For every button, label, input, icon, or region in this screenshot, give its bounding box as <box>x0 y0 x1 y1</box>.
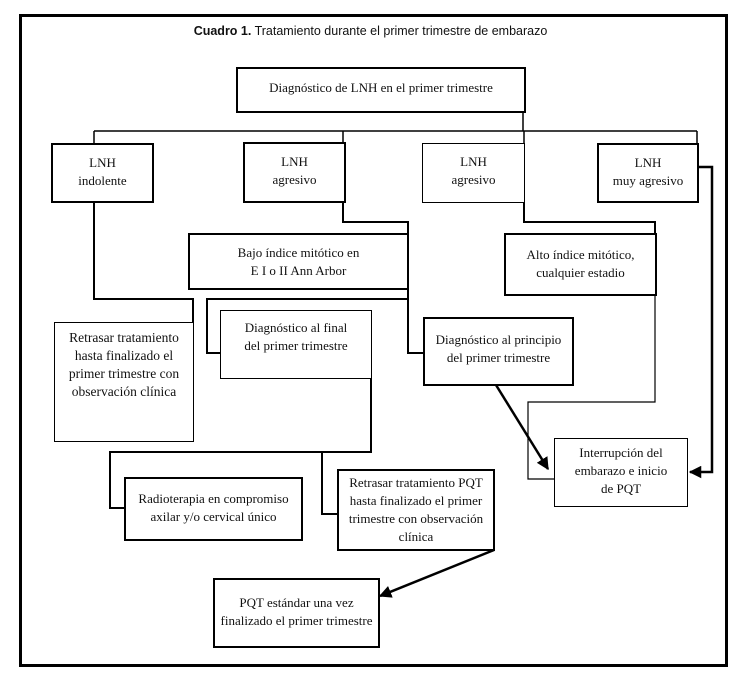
node-bajo-indice: Bajo índice mitótico en E I o II Ann Arb… <box>188 233 409 290</box>
connector-final-retrasar-pqt <box>321 452 337 515</box>
node-alto-indice: Alto índice mitótico, cualquier estadio <box>504 233 657 296</box>
connector-indolente-retrasar <box>93 202 194 322</box>
node-lnh-muy-agresivo: LNH muy agresivo <box>597 143 699 203</box>
node-radioterapia: Radioterapia en compromiso axilar y/o ce… <box>124 477 303 541</box>
node-diag-principio: Diagnóstico al principio del primer trim… <box>423 317 574 386</box>
node-retrasar-observacion: Retrasar tratamiento hasta finalizado el… <box>54 322 194 442</box>
node-interrupcion: Interrupción del embarazo e inicio de PQ… <box>554 438 688 507</box>
figure-title: Cuadro 1. Tratamiento durante el primer … <box>0 24 741 38</box>
node-lnh-indolente: LNH indolente <box>51 143 154 203</box>
connector-final-radioterapia <box>109 378 372 509</box>
node-root: Diagnóstico de LNH en el primer trimestr… <box>236 67 526 113</box>
figure-caption: Tratamiento durante el primer trimestre … <box>251 24 548 38</box>
connector-alto-interrupcion <box>527 295 656 480</box>
arrow-retrasar-pqt-estandar <box>378 548 495 598</box>
node-lnh-agresivo-2: LNH agresivo <box>422 143 525 203</box>
arrow-muy-agresivo-interrupcion <box>688 165 714 479</box>
node-retrasar-pqt: Retrasar tratamiento PQT hasta finalizad… <box>337 469 495 551</box>
node-pqt-estandar: PQT estándar una vez finalizado el prime… <box>213 578 380 648</box>
node-diag-final: Diagnóstico al final del primer trimestr… <box>220 310 372 379</box>
arrow-principio-interrupcion <box>494 384 550 471</box>
connector-agresivo1-bajo <box>342 202 423 354</box>
connector-bajo-diag-final <box>206 298 408 354</box>
figure-label: Cuadro 1. <box>193 24 252 38</box>
figure-frame <box>19 14 728 667</box>
connector-agresivo2-alto <box>523 202 656 233</box>
node-lnh-agresivo-1: LNH agresivo <box>243 142 346 203</box>
